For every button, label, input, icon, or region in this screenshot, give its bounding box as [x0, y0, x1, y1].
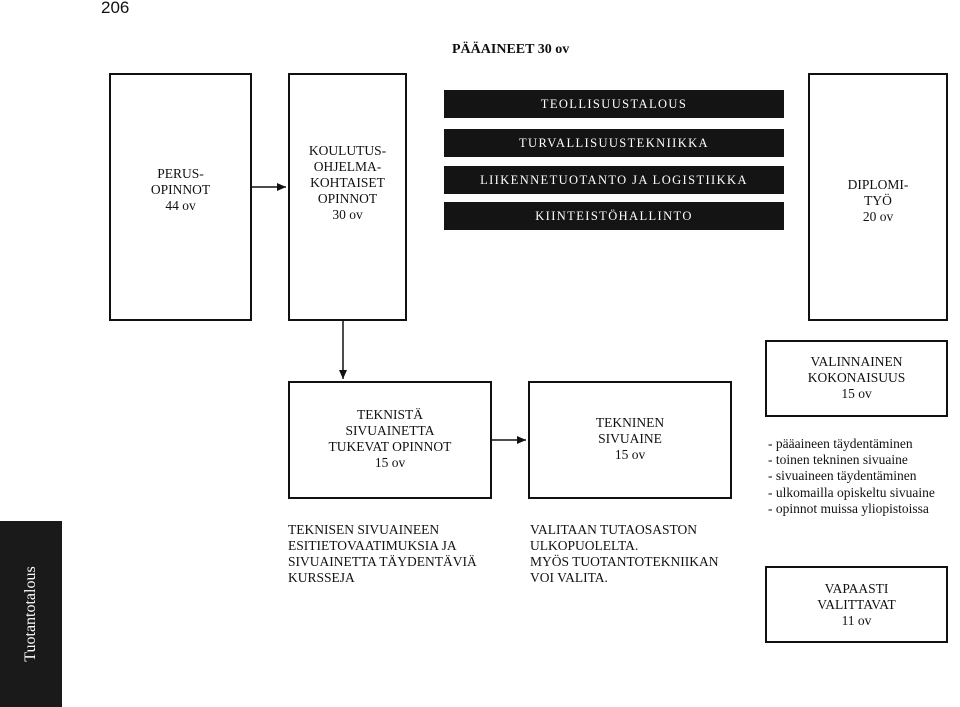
valinnainen-kokonaisuus-box: VALINNAINEN KOKONAISUUS 15 ov [765, 340, 948, 417]
list-item: - toinen tekninen sivuaine [768, 452, 908, 468]
vapaasti-valittavat-box: VAPAASTI VALITTAVAT 11 ov [765, 566, 948, 643]
major-bar-liikennetuotanto: LIIKENNETUOTANTO JA LOGISTIIKKA [444, 166, 784, 194]
page-number: 206 [101, 0, 130, 17]
tekninen-sivuaine-label: TEKNINEN SIVUAINE 15 ov [595, 415, 665, 462]
teknista-sivuainetta-label: TEKNISTÄ SIVUAINETTA TUKEVAT OPINNOT 15 … [328, 407, 452, 470]
list-item: - pääaineen täydentäminen [768, 436, 913, 451]
valitaan-note: VALITAAN TUTAOSASTON ULKOPUOLELTA. MYÖS … [530, 522, 719, 585]
side-tab-label: Tuotantotalous [22, 566, 39, 662]
valinnainen-options-list: - pääaineen täydentäminen - toinen tekni… [768, 436, 935, 517]
vapaasti-valittavat-label: VAPAASTI VALITTAVAT 11 ov [817, 581, 896, 628]
teknista-sivuainetta-box: TEKNISTÄ SIVUAINETTA TUKEVAT OPINNOT 15 … [288, 381, 492, 499]
koulutusohjelma-label: KOULUTUS- OHJELMA- KOHTAISET OPINNOT 30 … [308, 143, 387, 222]
valinnainen-kokonaisuus-label: VALINNAINEN KOKONAISUUS 15 ov [807, 354, 906, 401]
major-bar-turvallisuustekniikka: TURVALLISUUSTEKNIIKKA [444, 129, 784, 157]
teknisen-sivuaineen-note: TEKNISEN SIVUAINEEN ESITIETOVAATIMUKSIA … [288, 522, 477, 585]
koulutusohjelma-box: KOULUTUS- OHJELMA- KOHTAISET OPINNOT 30 … [288, 73, 407, 321]
list-item: - ulkomailla opiskeltu sivuaine [768, 484, 935, 500]
list-item: - opinnot muissa yliopistoissa [768, 500, 929, 516]
tekninen-sivuaine-box: TEKNINEN SIVUAINE 15 ov [528, 381, 732, 499]
main-subjects-header: PÄÄAINEET 30 ov [452, 42, 570, 57]
major-bar-kiinteistohallinto: KIINTEISTÖHALLINTO [444, 202, 784, 230]
major-bar-teollisuustalous: TEOLLISUUSTALOUS [444, 90, 784, 118]
section-side-tab: Tuotantotalous [0, 521, 62, 707]
diplomityo-label: DIPLOMI- TYÖ 20 ov [847, 177, 909, 224]
perus-opinnot-label: PERUS- OPINNOT 44 ov [150, 166, 211, 213]
list-item: - sivuaineen täydentäminen [768, 468, 917, 484]
perus-opinnot-box: PERUS- OPINNOT 44 ov [109, 73, 252, 321]
diplomityo-box: DIPLOMI- TYÖ 20 ov [808, 73, 948, 321]
